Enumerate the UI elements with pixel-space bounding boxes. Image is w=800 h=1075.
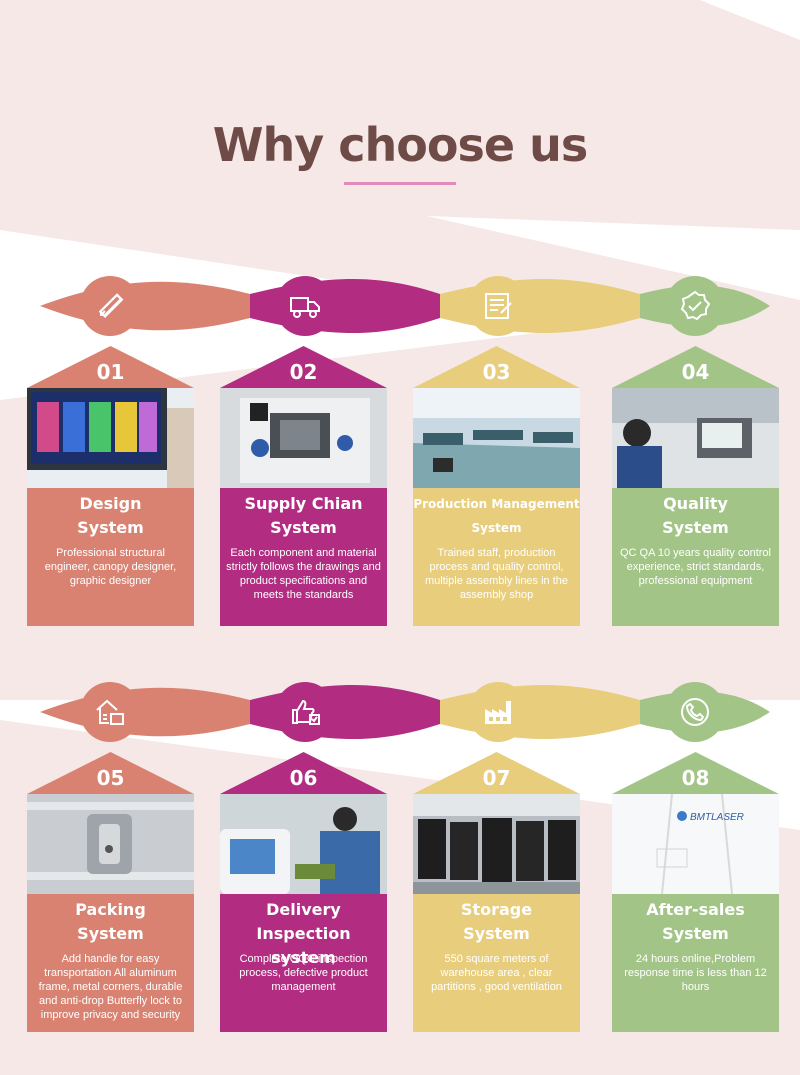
production-photo (413, 388, 580, 488)
checklist-document-icon (485, 293, 512, 319)
title-underline (344, 182, 456, 185)
card-heading-line1: Production Management (413, 497, 580, 511)
card-number: 02 (289, 360, 318, 384)
thumbs-up-icon (292, 699, 320, 725)
storage-icon-circle (468, 682, 528, 742)
card-description: QC QA 10 years quality control experienc… (619, 547, 771, 587)
card-body: Supply Chian System Each component and m… (220, 488, 387, 626)
quality-photo (612, 388, 779, 488)
card-body: Packing System Add handle for easy trans… (27, 894, 194, 1032)
card-heading-line2: System (463, 924, 530, 943)
card-description: Each component and material strictly fol… (226, 547, 381, 601)
delivery-truck-icon (290, 297, 320, 318)
card-roof (413, 752, 580, 794)
house-box-icon (96, 699, 124, 725)
card-heading-line2: system (271, 948, 336, 967)
pencil-ruler-icon (98, 293, 124, 319)
aftersales-photo: BMTLASER (612, 794, 779, 894)
card-heading: Storage System (413, 898, 580, 946)
card-quality: 04 Quality System QC QA 10 years quality… (612, 346, 779, 626)
card-roof (413, 346, 580, 388)
card-heading-line2: System (270, 518, 337, 537)
card-supply-chain: 02 Supply Chian System Each component an… (220, 346, 387, 626)
card-heading-line1: Storage (460, 900, 533, 919)
card-body: Storage System 550 square meters of ware… (413, 894, 580, 1032)
card-storage: 07 Storage System 550 square meters of w… (413, 752, 580, 1032)
card-heading: Design System (27, 492, 194, 540)
card-body: Delivery Inspection system Complete OQC … (220, 894, 387, 1032)
card-number: 04 (681, 360, 710, 384)
warehouse-factory-icon (485, 701, 511, 724)
card-production: 03 Production Management System Trained … (413, 346, 580, 626)
page-title: Why choose us (212, 118, 588, 172)
card-heading: Quality System (612, 492, 779, 540)
card-description: Professional structural engineer, canopy… (44, 547, 177, 587)
card-roof (27, 752, 194, 794)
card-heading-line2: System (471, 521, 522, 535)
quality-icon-circle (665, 276, 725, 336)
card-heading-line1: Design (79, 494, 142, 513)
design-photo (27, 388, 194, 488)
card-delivery-inspection: 06 Delivery Inspection system Complete O… (220, 752, 387, 1032)
inspection-icon-circle (275, 682, 335, 742)
card-heading: Packing System (27, 898, 194, 946)
card-heading-line2: System (77, 518, 144, 537)
card-heading-line2: System (662, 924, 729, 943)
photo-logo-text: BMTLASER (690, 812, 744, 823)
card-number: 06 (289, 766, 318, 790)
card-heading: Supply Chian System (220, 492, 387, 540)
card-description: 550 square meters of warehouse area , cl… (431, 953, 562, 993)
card-after-sales: 08 BMTLASER After-sales System 24 hours … (612, 752, 779, 1032)
card-heading-line1: Quality (663, 494, 728, 513)
card-body: After-sales System 24 hours online,Probl… (612, 894, 779, 1032)
card-heading-line1: Supply Chian (244, 494, 363, 513)
card-description: 24 hours online,Problem response time is… (624, 953, 767, 993)
card-description: Trained staff, production process and qu… (424, 547, 569, 601)
card-body: Design System Professional structural en… (27, 488, 194, 626)
card-roof (220, 346, 387, 388)
card-heading: Production Management System (413, 492, 580, 540)
card-roof (612, 346, 779, 388)
phone-support-icon (681, 698, 709, 726)
supply-photo (220, 388, 387, 488)
card-number: 07 (482, 766, 511, 790)
card-heading: After-sales System (612, 898, 779, 946)
card-roof (27, 346, 194, 388)
card-roof (612, 752, 779, 794)
production-icon-circle (468, 276, 528, 336)
card-design: 01 Design System Professional structural… (27, 346, 194, 626)
card-heading: Delivery Inspection system (220, 898, 387, 970)
card-packing: 05 Packing System Add handle for easy tr… (27, 752, 194, 1032)
card-heading-line2: System (77, 924, 144, 943)
supply-icon-circle (275, 276, 335, 336)
card-number: 05 (96, 766, 125, 790)
packing-icon-circle (80, 682, 140, 742)
quality-badge-icon (680, 290, 711, 321)
card-heading-line1: Delivery Inspection (256, 900, 351, 943)
card-body: Production Management System Trained sta… (413, 488, 580, 626)
card-heading-line2: System (662, 518, 729, 537)
card-description: Add handle for easy transportation All a… (38, 953, 183, 1021)
card-number: 03 (482, 360, 511, 384)
card-roof (220, 752, 387, 794)
aftersales-icon-circle (665, 682, 725, 742)
inspection-photo (220, 794, 387, 894)
packing-photo (27, 794, 194, 894)
card-number: 01 (96, 360, 125, 384)
card-body: Quality System QC QA 10 years quality co… (612, 488, 779, 626)
card-heading-line1: After-sales (646, 900, 745, 919)
card-number: 08 (681, 766, 710, 790)
design-icon-circle (80, 276, 140, 336)
storage-photo (413, 794, 580, 894)
card-heading-line1: Packing (75, 900, 146, 919)
card-description: Complete OQC inspection process, defecti… (239, 953, 368, 993)
